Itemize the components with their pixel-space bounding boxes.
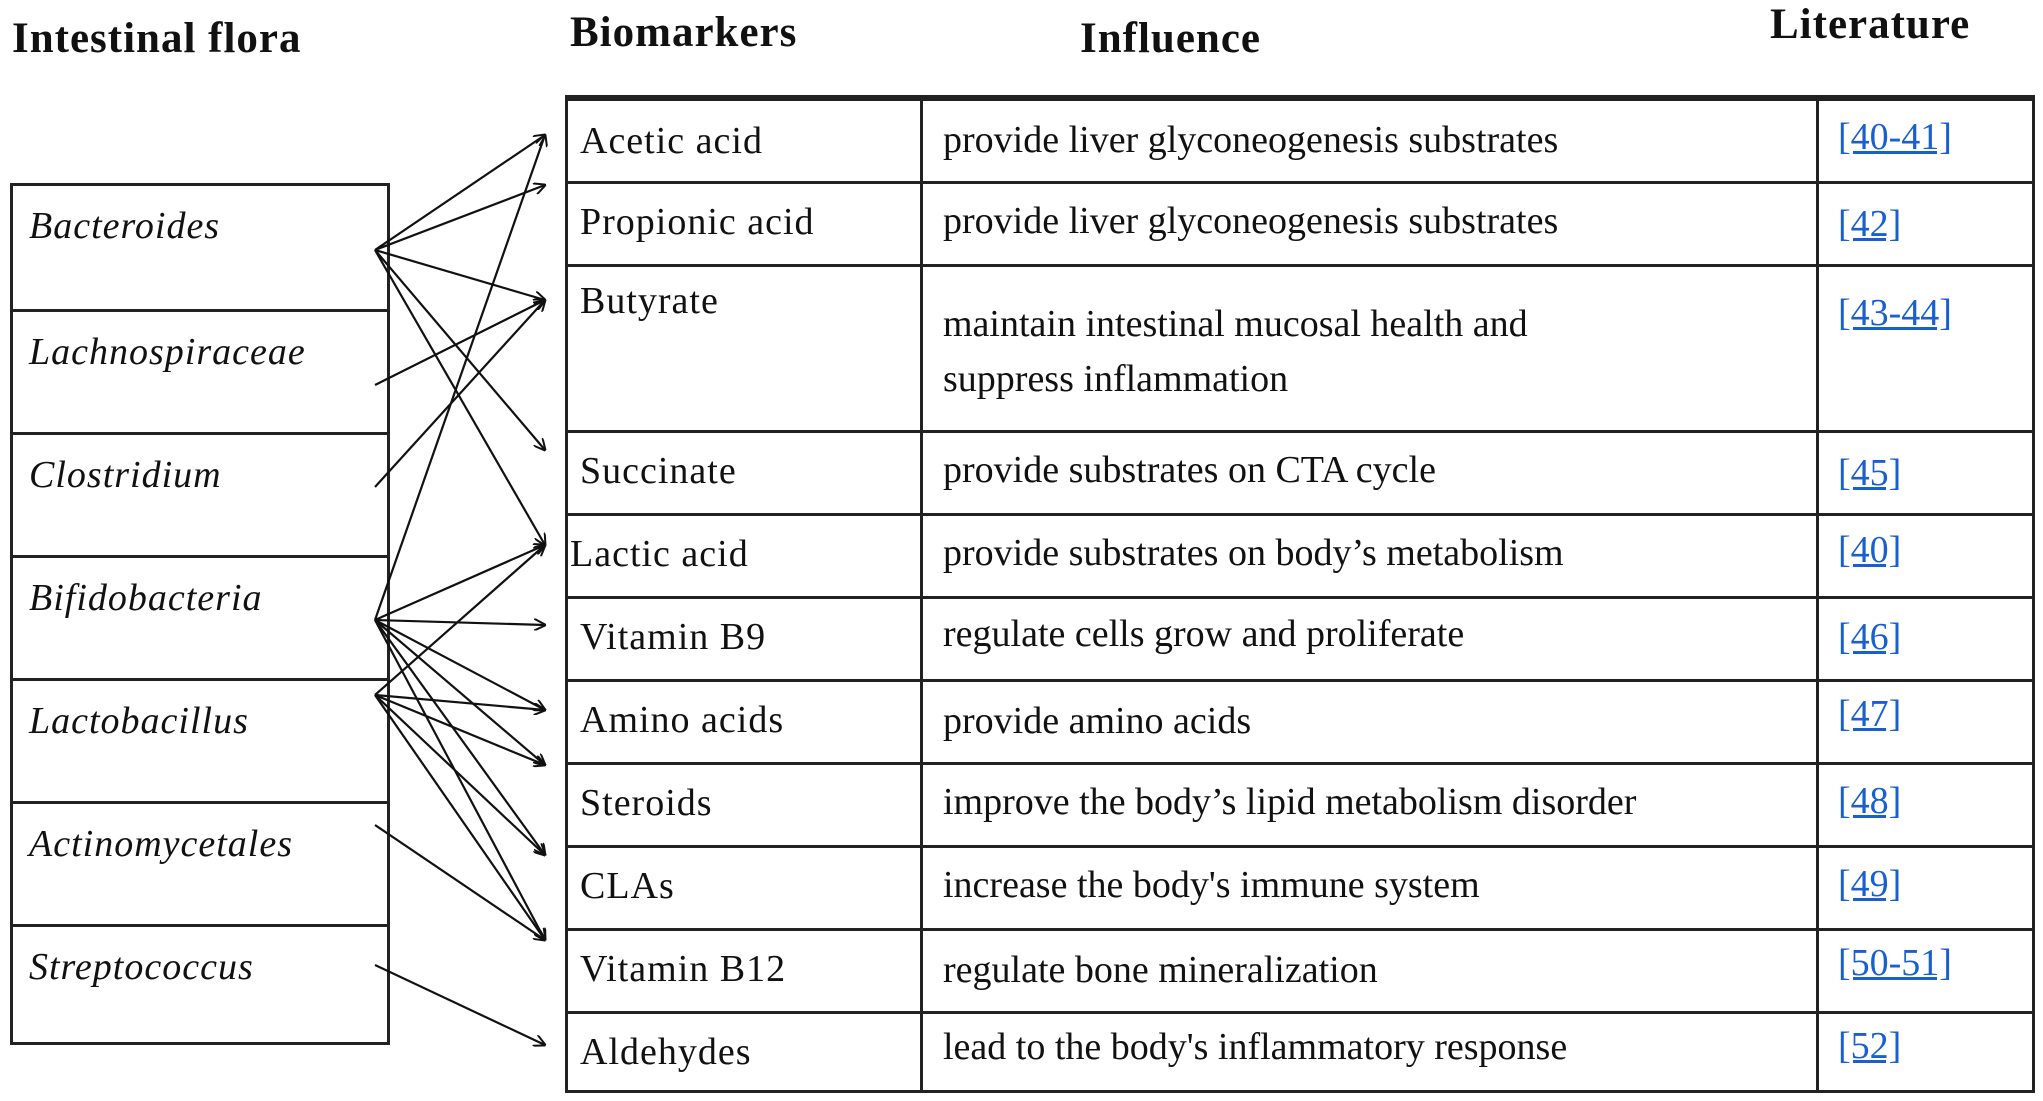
table-row: CLAs increase the body's immune system [… bbox=[568, 845, 2032, 928]
connector-arrow bbox=[374, 249, 545, 450]
literature-link[interactable]: [45] bbox=[1838, 452, 1902, 494]
flora-item: Lactobacillus bbox=[13, 678, 387, 801]
influence-cell: regulate cells grow and proliferate bbox=[943, 613, 1465, 655]
flora-label: Actinomycetales bbox=[29, 823, 294, 865]
table-row: Vitamin B9 regulate cells grow and proli… bbox=[568, 596, 2032, 679]
biomarker-cell: Aldehydes bbox=[580, 1031, 752, 1073]
biomarker-cell: Vitamin B9 bbox=[580, 616, 767, 658]
connector-arrow bbox=[374, 300, 545, 488]
biomarker-cell: Vitamin B12 bbox=[580, 948, 787, 990]
literature-link[interactable]: [40-41] bbox=[1838, 116, 1952, 158]
connector-arrow bbox=[374, 694, 545, 855]
connector-arrow bbox=[374, 300, 545, 386]
influence-column-title: Influence bbox=[1080, 15, 1261, 62]
influence-cell: regulate bone mineralization bbox=[943, 949, 1378, 991]
flora-item: Bacteroides bbox=[13, 186, 387, 309]
connector-arrow bbox=[374, 824, 545, 940]
biomarker-cell: CLAs bbox=[580, 865, 675, 907]
connector-arrow bbox=[374, 964, 545, 1045]
connector-arrow bbox=[374, 620, 545, 625]
biomarker-cell: Acetic acid bbox=[580, 120, 763, 162]
table-row: Propionic acid provide liver glyconeogen… bbox=[568, 181, 2032, 264]
influence-cell-line1: maintain intestinal mucosal health and bbox=[943, 303, 1528, 345]
connector-arrow bbox=[374, 694, 545, 940]
influence-cell: improve the body’s lipid metabolism diso… bbox=[943, 781, 1637, 823]
connector-arrow bbox=[374, 545, 545, 696]
biomarker-cell: Butyrate bbox=[580, 280, 719, 322]
biomarker-cell: Lactic acid bbox=[570, 533, 749, 575]
influence-cell: provide liver glyconeogenesis substrates bbox=[943, 200, 1559, 242]
table-row: Amino acids provide amino acids [47] bbox=[568, 679, 2032, 762]
flora-item: Bifidobacteria bbox=[13, 555, 387, 678]
biomarker-cell: Succinate bbox=[580, 450, 737, 492]
table-row: Lactic acid provide substrates on body’s… bbox=[568, 513, 2032, 596]
connector-arrow bbox=[374, 185, 545, 252]
connector-arrow bbox=[374, 693, 545, 710]
literature-link[interactable]: [46] bbox=[1838, 616, 1902, 658]
literature-link[interactable]: [48] bbox=[1838, 780, 1902, 822]
connector-arrow bbox=[374, 693, 545, 765]
flora-label: Bifidobacteria bbox=[29, 577, 263, 619]
literature-link[interactable]: [47] bbox=[1838, 693, 1902, 735]
connector-arrow bbox=[374, 545, 545, 622]
biomarkers-column-title: Biomarkers bbox=[570, 9, 798, 56]
flora-column-title: Intestinal flora bbox=[12, 15, 302, 62]
biomarker-cell: Amino acids bbox=[580, 699, 785, 741]
influence-cell: increase the body's immune system bbox=[943, 864, 1480, 906]
influence-cell: provide amino acids bbox=[943, 700, 1252, 742]
connector-arrow bbox=[374, 135, 545, 251]
table-row: Steroids improve the body’s lipid metabo… bbox=[568, 762, 2032, 845]
literature-column-title: Literature bbox=[1770, 1, 1971, 48]
flora-item: Actinomycetales bbox=[13, 801, 387, 924]
table-row: Vitamin B12 regulate bone mineralization… bbox=[568, 928, 2032, 1011]
influence-cell-line2: suppress inflammation bbox=[943, 358, 1289, 400]
literature-link[interactable]: [49] bbox=[1838, 863, 1902, 905]
connector-arrow bbox=[373, 135, 545, 621]
influence-cell: provide liver glyconeogenesis substrates bbox=[943, 119, 1559, 161]
flora-label: Bacteroides bbox=[29, 205, 221, 247]
flora-label: Lactobacillus bbox=[29, 700, 249, 742]
literature-link[interactable]: [52] bbox=[1838, 1025, 1902, 1067]
biomarker-cell: Steroids bbox=[580, 782, 713, 824]
table-row: Butyrate maintain intestinal mucosal hea… bbox=[568, 264, 2032, 430]
column-divider bbox=[920, 98, 923, 1090]
influence-cell: provide substrates on CTA cycle bbox=[943, 449, 1436, 491]
flora-label: Streptococcus bbox=[29, 946, 254, 988]
connector-arrow bbox=[374, 249, 545, 545]
flora-label: Clostridium bbox=[29, 454, 222, 496]
biomarker-cell: Propionic acid bbox=[580, 201, 815, 243]
influence-cell: provide substrates on body’s metabolism bbox=[943, 532, 1564, 574]
influence-cell: lead to the body's inflammatory response bbox=[943, 1026, 1568, 1068]
flora-item: Clostridium bbox=[13, 432, 387, 555]
flora-item: Streptococcus bbox=[13, 924, 387, 1047]
table-row: Succinate provide substrates on CTA cycl… bbox=[568, 430, 2032, 513]
literature-link[interactable]: [40] bbox=[1838, 529, 1902, 571]
literature-link[interactable]: [42] bbox=[1838, 203, 1902, 245]
table-row: Aldehydes lead to the body's inflammator… bbox=[568, 1011, 2032, 1096]
table-row: Acetic acid provide liver glyconeogenesi… bbox=[568, 98, 2032, 181]
connector-arrow bbox=[374, 248, 545, 300]
biomarker-table: Acetic acid provide liver glyconeogenesi… bbox=[565, 95, 2035, 1093]
connector-arrow bbox=[374, 619, 545, 710]
flora-label: Lachnospiraceae bbox=[29, 331, 306, 373]
column-divider bbox=[1816, 98, 1819, 1090]
connector-arrow bbox=[374, 619, 545, 855]
literature-link[interactable]: [43-44] bbox=[1838, 292, 1952, 334]
flora-item: Lachnospiraceae bbox=[13, 309, 387, 432]
connector-arrow bbox=[374, 619, 545, 940]
connector-arrow bbox=[374, 619, 545, 765]
literature-link[interactable]: [50-51] bbox=[1838, 942, 1952, 984]
